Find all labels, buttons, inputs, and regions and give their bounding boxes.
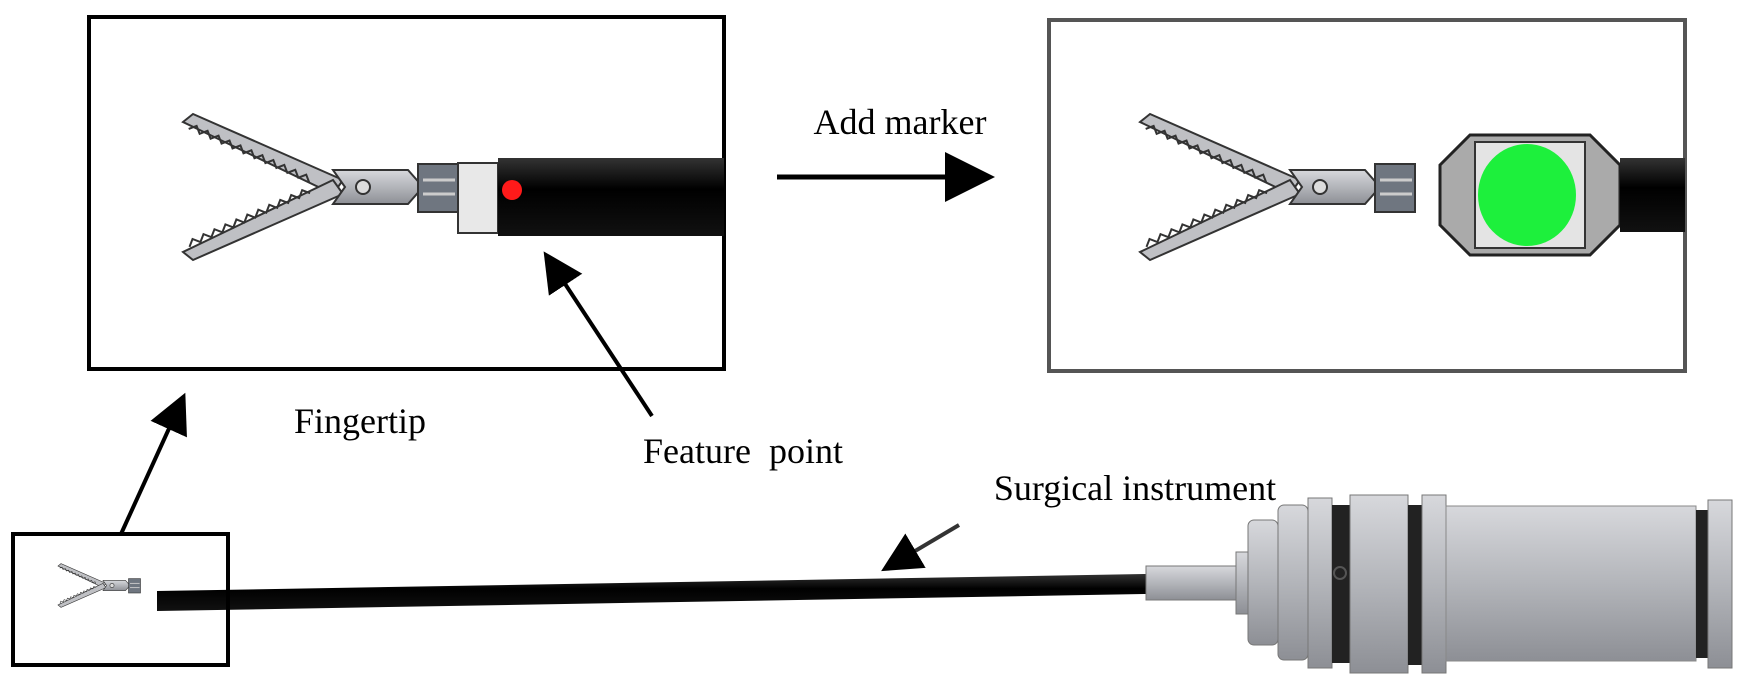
instrument-shaft bbox=[498, 158, 724, 236]
shaft-collar bbox=[457, 162, 499, 234]
fingertip-region-box bbox=[11, 532, 230, 667]
surgical-instrument-label: Surgical instrument bbox=[994, 468, 1276, 508]
instrument-shaft bbox=[1620, 158, 1685, 232]
long-shaft bbox=[157, 574, 1146, 611]
fingertip-label: Fingertip bbox=[294, 401, 426, 441]
feature-point-label: Feature point bbox=[643, 431, 843, 471]
fingertip-zoom-panel bbox=[87, 15, 726, 371]
marker-zoom-panel bbox=[1047, 18, 1687, 373]
handle-neck bbox=[1145, 565, 1237, 601]
feature-point-dot bbox=[502, 180, 522, 200]
feature-point-arrow bbox=[543, 251, 654, 418]
small-gripper bbox=[57, 563, 141, 608]
add-marker-label: Add marker bbox=[814, 102, 987, 142]
fingertip-arrow bbox=[119, 392, 187, 535]
green-marker bbox=[1478, 144, 1576, 246]
surgical-instrument bbox=[57, 494, 1733, 674]
surgical-instrument-arrow bbox=[881, 523, 961, 572]
